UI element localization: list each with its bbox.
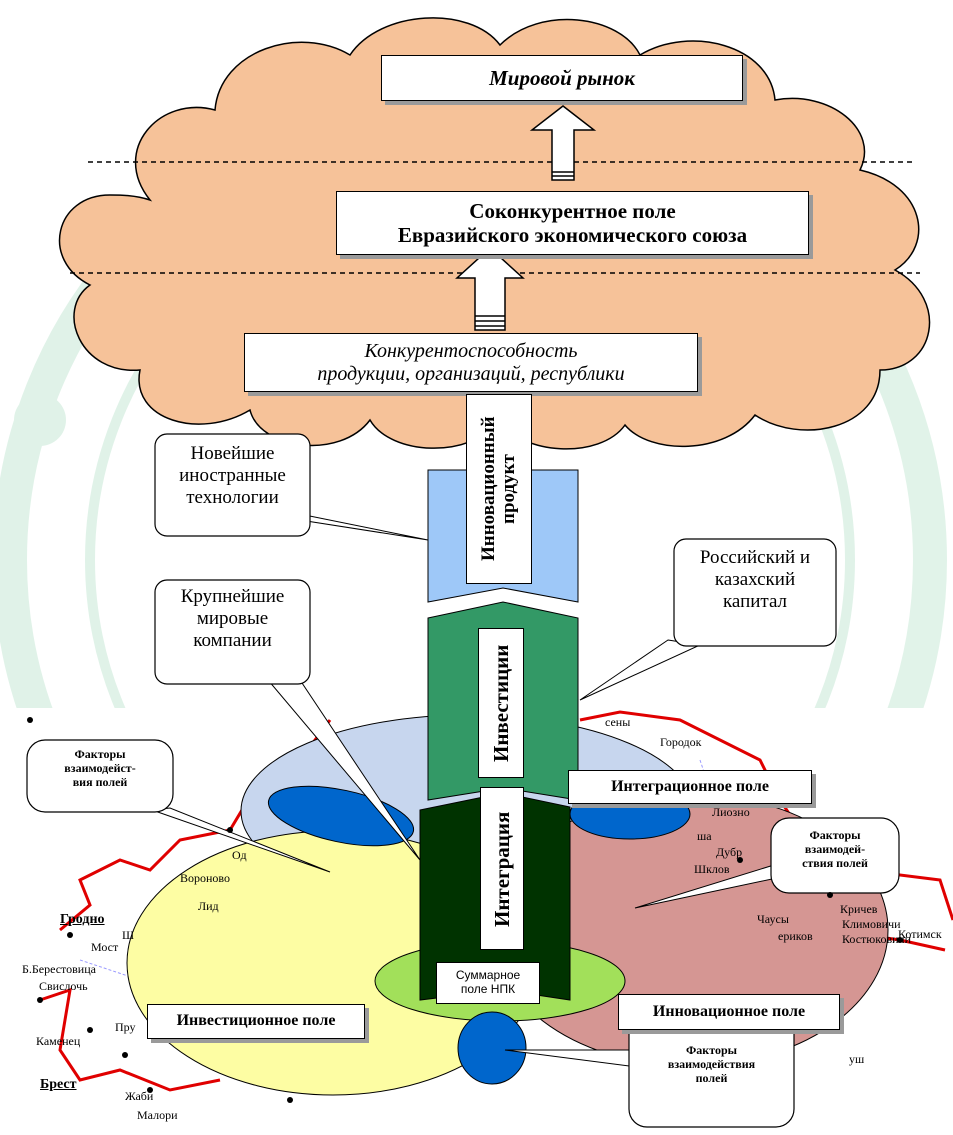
map-label-malori: Малори (137, 1108, 178, 1122)
map-label-shklov: Шклов (694, 862, 730, 876)
callout-ru-kz-capital-line-3: капитал (722, 590, 788, 612)
integration-label: Интеграция (489, 810, 514, 927)
innovation-field-label-box: Инновационное поле (618, 994, 840, 1030)
summary-field-line-2: поле НПК (460, 982, 516, 996)
competitiveness-box: Конкурентоспособность продукции, организ… (244, 333, 698, 392)
map-label-gorodok: Городок (660, 735, 702, 749)
cocompetitive-field-line-2: Евразийского экономического союза (397, 223, 748, 247)
callout-factors-bottom-line-1: Факторы (686, 1043, 737, 1057)
map-label-pru: Пру (115, 1020, 136, 1034)
map-label-grodno: Гродно (60, 912, 105, 927)
callout-factors-bottom-line-2: взаимодействия (667, 1056, 756, 1071)
competitiveness-line-2: продукции, организаций, республики (317, 362, 625, 385)
investments-label: Инвестиции (488, 644, 513, 762)
map-label-dubr: Дубр (716, 845, 743, 859)
cocompetitive-field-line-1: Соконкурентное поле (469, 198, 676, 223)
map-label-usony: сены (605, 715, 631, 729)
arrow-to-cocompetitive-field (455, 246, 525, 331)
arrow-to-world-market (529, 105, 597, 181)
callout-ru-kz-capital-box (673, 538, 837, 647)
callout-factors-left-box (26, 739, 174, 813)
investments-box: Инвестиции (478, 628, 524, 778)
tail-ru-kz-capital (579, 639, 702, 701)
callout-foreign-tech-line-3: технологии (186, 486, 279, 508)
summary-field-label-box: Суммарное поле НПК (436, 962, 540, 1004)
integration-field-label-box: Интеграционное поле (568, 770, 812, 804)
callout-foreign-tech: Новейшие иностранные технологии (160, 443, 305, 509)
callout-world-companies-line-1: Крупнейшие (180, 586, 285, 607)
callout-factors-right-box (770, 817, 900, 894)
integration-box: Интеграция (480, 787, 524, 950)
callout-factors-bottom-line-3: полей (695, 1070, 728, 1085)
callout-factors-left-line-3: вия полей (72, 774, 128, 789)
map-label-most: Мост (91, 940, 119, 954)
callout-factors-right: Факторы взаимодей- ствия полей (775, 828, 895, 870)
map-label-chausy: Чаусы (757, 912, 789, 926)
competitiveness-line-1: Конкурентоспособность (364, 339, 578, 362)
callout-ru-kz-capital-line-2: казахский (714, 568, 796, 590)
callout-factors-left: Факторы взаимодейст- вия полей (31, 747, 169, 789)
map-label-zhabi: Жаби (125, 1089, 154, 1103)
factor-ellipse-bottom (457, 1011, 527, 1085)
world-market-label: Мировой рынок (489, 65, 635, 90)
callout-world-companies-line-3: компании (193, 629, 272, 651)
cocompetitive-field-box: Соконкурентное поле Евразийского экономи… (336, 191, 809, 255)
map-label-lid: Лид (198, 899, 219, 913)
callout-foreign-tech-line-1: Новейшие (190, 443, 275, 464)
innovation-product-label: Инновационный продукт (478, 416, 519, 562)
callout-world-companies-box (154, 579, 311, 685)
map-label-kotimsk: Котимск (898, 927, 942, 941)
callout-world-companies-line-2: мировые (196, 607, 269, 629)
callout-factors-bottom: Факторы взаимодействия полей (634, 1043, 789, 1085)
callout-factors-right-line-1: Факторы (809, 828, 861, 842)
callout-factors-left-line-2: взаимодейст- (64, 760, 136, 775)
callout-factors-right-line-3: ствия полей (802, 855, 868, 870)
innovation-field-label: Инновационное поле (652, 1002, 806, 1020)
map-label-sh: Ш (122, 928, 135, 942)
map-label-rikov: ериков (778, 929, 813, 943)
callout-factors-left-line-1: Факторы (74, 747, 126, 761)
investment-field-label-box: Инвестиционное поле (147, 1004, 365, 1039)
map-label-ush: уш (849, 1052, 865, 1066)
map-label-brest: Брест (40, 1077, 77, 1092)
map-label-sha: ша (697, 829, 712, 843)
callout-ru-kz-capital-line-1: Российский и (699, 547, 811, 568)
map-label-od: Од (232, 848, 247, 862)
callout-foreign-tech-box (154, 433, 311, 537)
innovation-product-box: Инновационный продукт (466, 394, 532, 584)
map-label-klimovichi: Климовичи (842, 917, 901, 931)
map-dots (27, 717, 903, 1103)
callout-foreign-tech-line-2: иностранные (179, 464, 286, 486)
map-label-krichev: Кричев (840, 902, 878, 916)
map-label-svisloch: Свислочь (39, 979, 88, 993)
integration-field-label: Интеграционное поле (611, 777, 769, 795)
map-label-voronovo: Вороново (180, 871, 231, 885)
map-label-kostyukovichi: Костюковичи (842, 932, 912, 946)
map-label-b-berestovica: Б.Берестовица (22, 962, 96, 976)
map-label-lioznо: Лиозно (712, 805, 750, 819)
callout-world-companies: Крупнейшие мировые компании (160, 586, 305, 652)
callout-factors-right-line-2: взаимодей- (804, 841, 866, 856)
callout-ru-kz-capital: Российский и казахский капитал (678, 547, 832, 613)
summary-field-line-1: Суммарное (455, 968, 521, 983)
investment-field-label: Инвестиционное поле (176, 1012, 336, 1030)
world-market-box: Мировой рынок (381, 55, 743, 101)
map-label-kamenec: Каменец (36, 1034, 81, 1048)
